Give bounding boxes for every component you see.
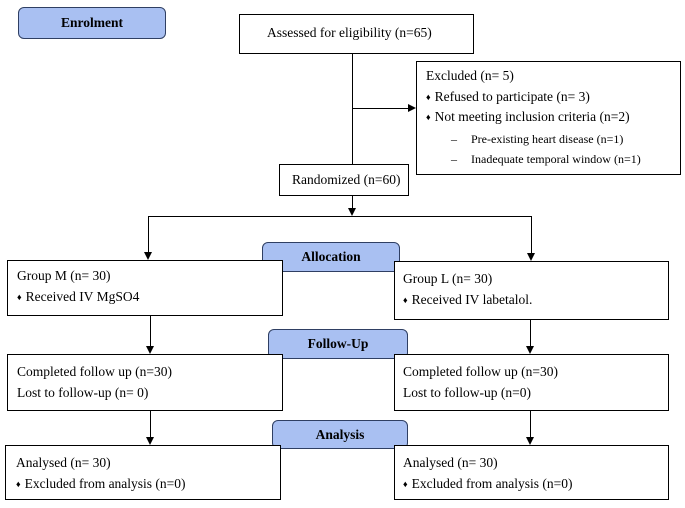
bullet-icon: ♦ [16,479,21,489]
bullet-icon: ♦ [403,295,408,305]
excluded-item-not-meeting: ♦Not meeting inclusion criteria (n=2) [426,109,630,124]
group-m-title: Group M (n= 30) [17,268,111,283]
group-m-follow-up-line2: Lost to follow-up (n= 0) [17,385,149,400]
group-m-analysis-line1: Analysed (n= 30) [16,455,111,470]
arrow-down-icon [146,346,154,354]
bullet-icon: ♦ [17,292,22,302]
stage-analysis: Analysis [272,420,408,449]
connector-line [148,216,149,252]
connector-line [530,411,531,437]
stage-allocation: Allocation [262,242,400,272]
arrow-down-icon [146,437,154,445]
assessed-text: Assessed for eligibility (n=65) [267,25,432,40]
connector-line [352,54,353,164]
arrow-right-icon [408,104,416,112]
bullet-icon: ♦ [426,92,431,102]
group-l-allocation-box: Group L (n= 30) ♦Received IV labetalol. [394,261,669,320]
dash-icon: – [451,132,457,146]
arrow-down-icon [144,252,152,260]
connector-line [150,411,151,437]
group-l-title: Group L (n= 30) [403,271,493,286]
group-l-analysis-line1: Analysed (n= 30) [403,455,498,470]
stage-follow-up-label: Follow-Up [307,336,369,351]
group-m-follow-up-box: Completed follow up (n=30) Lost to follo… [7,354,283,411]
group-m-analysis-box: Analysed (n= 30) ♦Excluded from analysis… [5,445,281,500]
stage-enrolment-label: Enrolment [60,15,123,30]
stage-analysis-label: Analysis [315,426,365,442]
connector-line [530,320,531,346]
stage-allocation-label: Allocation [301,249,361,264]
randomized-box: Randomized (n=60) [279,164,409,196]
group-m-item: ♦Received IV MgSO4 [17,289,140,304]
arrow-down-icon [526,346,534,354]
group-l-analysis-item: ♦Excluded from analysis (n=0) [403,476,573,491]
excluded-box: Excluded (n= 5) ♦Refused to participate … [416,61,681,175]
excluded-subitem-temporal: –Inadequate temporal window (n=1) [451,152,641,166]
group-l-follow-up-line1: Completed follow up (n=30) [403,364,558,379]
dash-icon: – [451,152,457,166]
excluded-subitem-heart: –Pre-existing heart disease (n=1) [451,132,624,146]
group-l-follow-up-box: Completed follow up (n=30) Lost to follo… [394,354,669,411]
stage-enrolment: Enrolment [18,7,166,39]
bullet-icon: ♦ [426,112,431,122]
group-l-item: ♦Received IV labetalol. [403,292,533,307]
assessed-box: Assessed for eligibility (n=65) [239,14,474,54]
arrow-down-icon [348,208,356,216]
connector-line [531,216,532,253]
excluded-item-refused: ♦Refused to participate (n= 3) [426,89,590,104]
group-m-follow-up-line1: Completed follow up (n=30) [17,364,172,379]
connector-line [352,196,353,208]
connector-line [148,216,531,217]
group-m-analysis-item: ♦Excluded from analysis (n=0) [16,476,186,491]
bullet-icon: ♦ [403,479,408,489]
randomized-text: Randomized (n=60) [292,172,401,187]
excluded-title: Excluded (n= 5) [426,68,514,83]
group-l-follow-up-line2: Lost to follow-up (n=0) [403,385,531,400]
connector-line [150,316,151,346]
group-l-analysis-box: Analysed (n= 30) ♦Excluded from analysis… [394,445,669,500]
connector-line [352,108,408,109]
arrow-down-icon [526,437,534,445]
stage-follow-up: Follow-Up [268,329,408,359]
group-m-allocation-box: Group M (n= 30) ♦Received IV MgSO4 [7,260,283,316]
arrow-down-icon [527,253,535,261]
